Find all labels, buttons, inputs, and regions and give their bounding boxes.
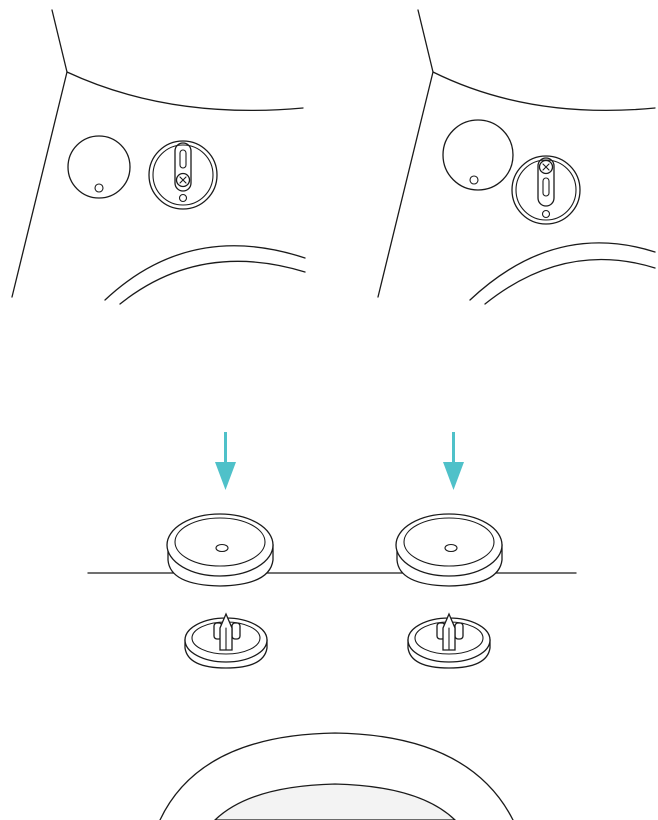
- lock-slot: [174, 142, 192, 192]
- panel-lock-before: [11, 9, 306, 305]
- pad-center-hole: [215, 543, 229, 553]
- housing-curve: [66, 71, 304, 112]
- press-arrow-left: [215, 432, 236, 490]
- panel-lock-after: [377, 9, 656, 305]
- drum-arc-outer: [469, 242, 656, 301]
- drum-outer-arc: [159, 732, 514, 820]
- drum-inner-arc: [214, 783, 456, 820]
- cover-hole: [94, 183, 104, 193]
- drum-arc-inner: [119, 260, 306, 305]
- lock-pin: [541, 209, 551, 219]
- lock-plate: [511, 155, 581, 225]
- screw-icon: [175, 172, 191, 188]
- adhesive-pad-left: [166, 513, 274, 587]
- press-arrow-right: [443, 432, 464, 490]
- drum-arc-outer: [104, 245, 306, 301]
- housing-edge: [11, 9, 68, 298]
- lock-pin: [178, 193, 188, 203]
- housing-curve: [432, 71, 656, 112]
- drum-lid: [159, 732, 514, 820]
- pad-center-hole: [444, 543, 458, 553]
- cover-hole: [469, 175, 479, 185]
- lock-plate: [148, 140, 218, 210]
- round-cover: [67, 135, 131, 199]
- housing-edge: [377, 9, 434, 298]
- round-cover: [442, 119, 514, 191]
- drum-arc-inner: [484, 258, 656, 305]
- lock-slot: [537, 157, 555, 207]
- mounting-stud-right: [407, 612, 491, 669]
- screw-icon: [538, 159, 554, 175]
- mounting-stud-left: [184, 612, 268, 669]
- adhesive-pad-right: [395, 513, 503, 587]
